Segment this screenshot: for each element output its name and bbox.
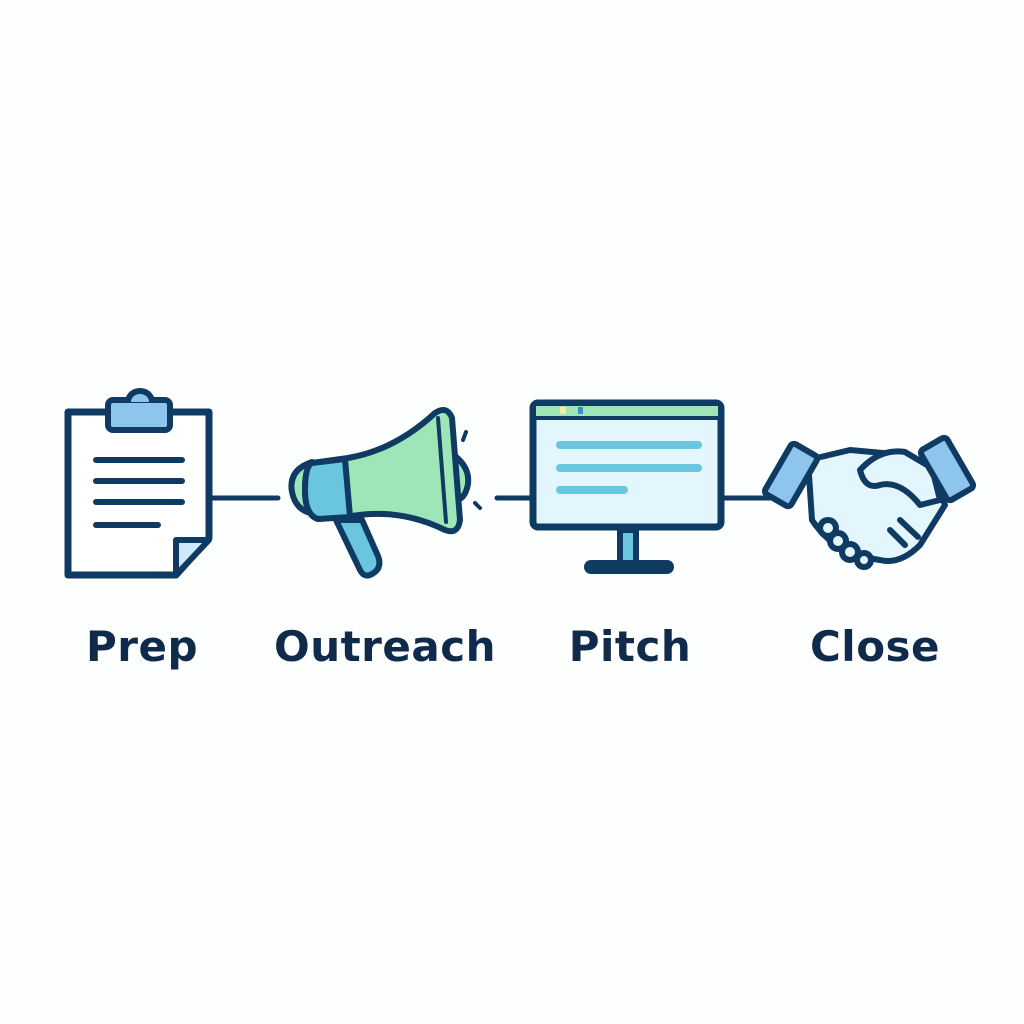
stage-label-outreach: Outreach — [273, 622, 497, 671]
monitor-icon — [529, 399, 725, 574]
stage-label-prep: Prep — [85, 622, 199, 671]
clipboard-icon — [64, 388, 213, 579]
megaphone-icon — [288, 406, 482, 579]
stage-label-close: Close — [809, 622, 941, 671]
handshake-icon — [761, 434, 977, 570]
stage-label-pitch: Pitch — [568, 622, 692, 671]
